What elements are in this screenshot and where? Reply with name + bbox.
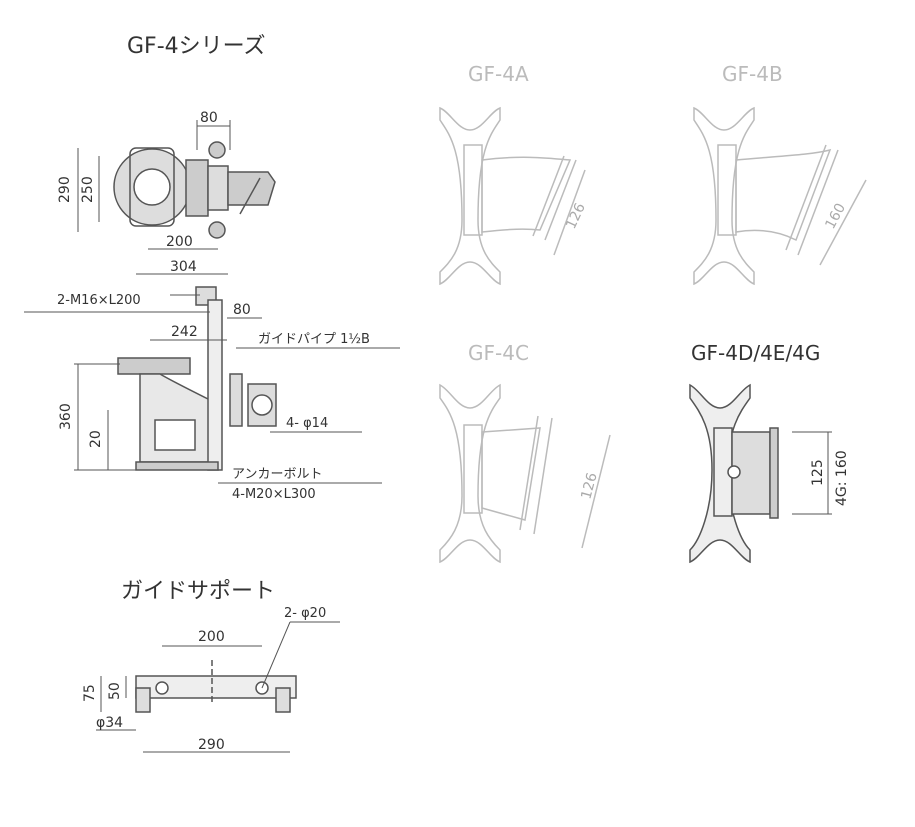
- gf4a-drawing: [439, 106, 586, 286]
- gf4d-title: GF-4D/4E/4G: [691, 341, 820, 365]
- gf4a-dim-126: 126: [563, 201, 589, 232]
- bolt-label: 2-M16×L200: [57, 293, 141, 308]
- gf4c-dim-126: 126: [578, 471, 600, 501]
- top-view-dimensions: [77, 120, 231, 275]
- top-view-drawing: [113, 141, 276, 239]
- gf4c-title: GF-4C: [468, 341, 529, 365]
- top-dim-290: 290: [57, 176, 73, 203]
- support-drawing: [135, 660, 297, 713]
- gf4b-drawing: [693, 106, 867, 286]
- guide-support-title: ガイドサポート: [121, 579, 275, 604]
- side-view-drawing: [117, 286, 277, 471]
- top-dim-304: 304: [170, 259, 197, 275]
- anchor-label: アンカーボルト: [232, 467, 322, 482]
- gf4d-drawing: [689, 383, 779, 564]
- top-dim-200: 200: [166, 234, 193, 250]
- support-dimensions: [96, 621, 340, 753]
- support-dim-75: 75: [82, 684, 98, 702]
- top-dim-80: 80: [200, 110, 218, 126]
- side-dim-80: 80: [233, 302, 251, 318]
- support-holes-label: 2- φ20: [284, 606, 326, 621]
- anchor-spec-label: 4-M20×L300: [232, 487, 316, 502]
- side-dim-360: 360: [58, 403, 74, 430]
- gf4b-dim-160: 160: [822, 201, 849, 232]
- side-dim-20: 20: [88, 430, 104, 448]
- gf4d-dim-160: 4G: 160: [834, 450, 850, 506]
- gf4d-dim-125: 125: [810, 459, 826, 486]
- guide-pipe-label: ガイドパイプ 1½B: [258, 332, 370, 347]
- support-dim-50: 50: [107, 682, 123, 700]
- gf4c-drawing: [439, 383, 611, 564]
- side-dim-242: 242: [171, 324, 198, 340]
- side-view-dimensions: [24, 294, 400, 484]
- support-dim-290: 290: [198, 737, 225, 753]
- series-title: GF-4シリーズ: [127, 34, 266, 59]
- gf4a-title: GF-4A: [468, 62, 529, 86]
- gf4d-dimensions: [792, 431, 832, 515]
- holes-label: 4- φ14: [286, 416, 328, 431]
- support-dim-200: 200: [198, 629, 225, 645]
- top-dim-250: 250: [80, 176, 96, 203]
- gf4b-title: GF-4B: [722, 62, 783, 86]
- support-dim-34: φ34: [96, 715, 123, 731]
